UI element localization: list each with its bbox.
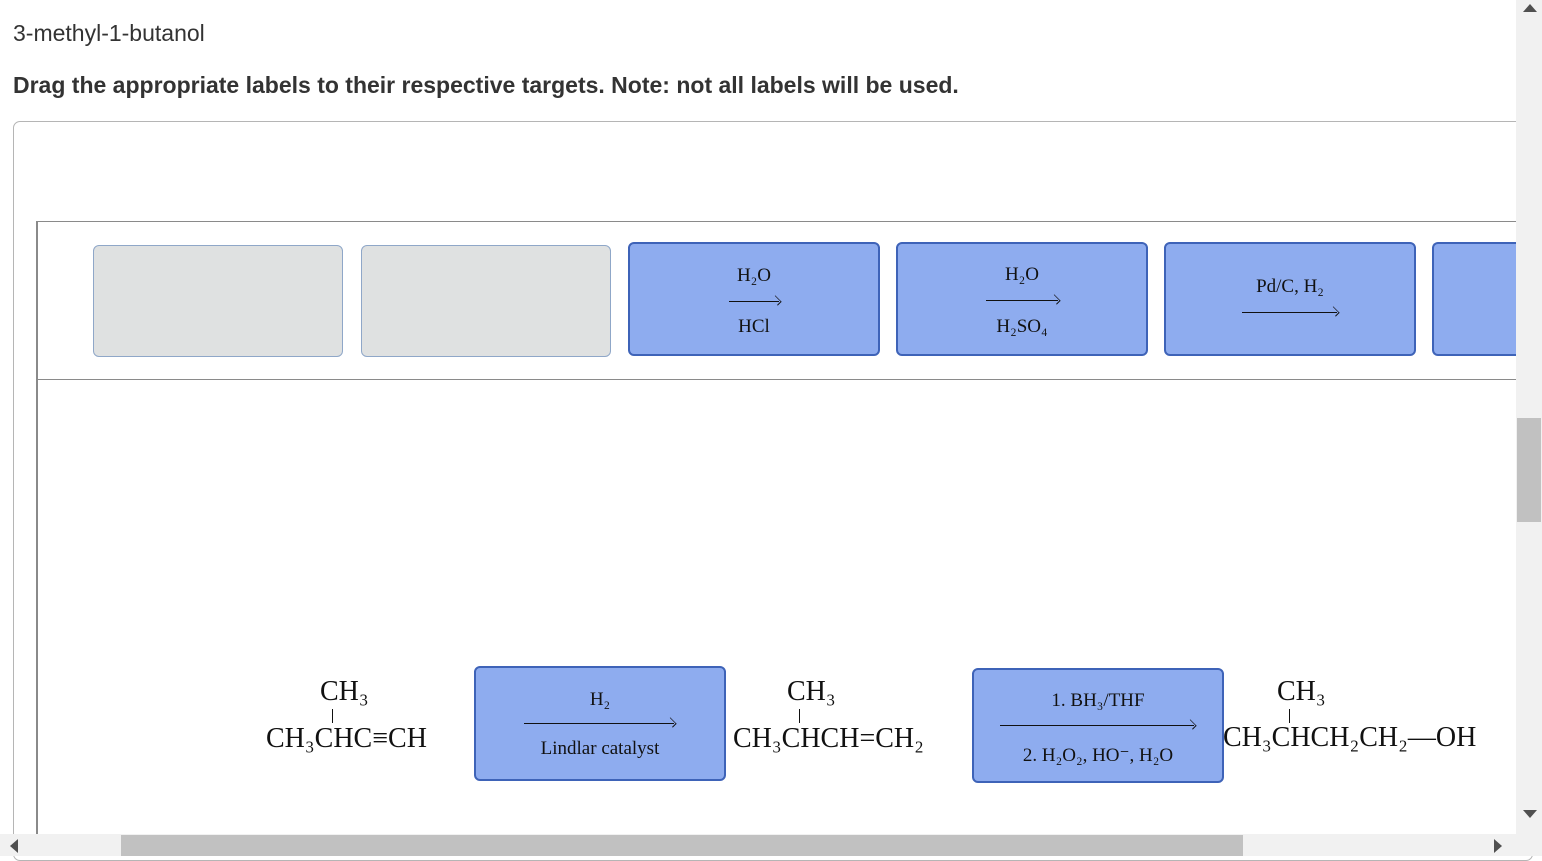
- label-chip-pdc-h2[interactable]: Pd/C, H₂: [1164, 242, 1416, 356]
- mol1-main-chain: CH₃CHC≡CH: [266, 723, 427, 754]
- empty-label-slot[interactable]: [93, 245, 343, 357]
- workspace-area: [36, 221, 1526, 841]
- chip-bottom-text: H₂SO₄: [996, 316, 1048, 337]
- reaction-arrow: [1242, 312, 1337, 313]
- mol2-main-chain: CH₃CHCH=CH₂: [733, 723, 924, 754]
- label-chip-h2o-hcl[interactable]: H₂O HCl: [628, 242, 880, 356]
- chip-top-text: Pd/C, H₂: [1256, 276, 1324, 297]
- empty-label-slot[interactable]: [361, 245, 611, 357]
- vertical-scrollbar[interactable]: [1516, 0, 1542, 834]
- mol1-branch-bond: [332, 709, 333, 723]
- label-chip-partial[interactable]: [1432, 242, 1522, 356]
- scroll-right-arrow-icon[interactable]: [1494, 839, 1502, 853]
- instructions: Drag the appropriate labels to their res…: [13, 72, 959, 98]
- vertical-scroll-thumb[interactable]: [1517, 418, 1541, 522]
- horizontal-scroll-thumb[interactable]: [121, 835, 1243, 856]
- mol3-main-chain: CH₃CHCH₂CH₂—OH: [1223, 722, 1477, 753]
- reaction-arrow: [524, 723, 674, 724]
- mol2-branch-bond: [799, 709, 800, 723]
- question-title: 3-methyl-1-butanol: [13, 20, 205, 46]
- scroll-left-arrow-icon[interactable]: [10, 839, 18, 853]
- label-chip-h2o-h2so4[interactable]: H₂O H₂SO₄: [896, 242, 1148, 356]
- mol1-methyl: CH₃: [320, 676, 369, 707]
- reaction-arrow: [1000, 725, 1194, 726]
- step2-bottom-text: 2. H₂O₂, HO⁻, H₂O: [1022, 745, 1174, 766]
- step1-top-text: H₂: [589, 689, 611, 710]
- step2-reagent-target[interactable]: 1. BH₃/THF 2. H₂O₂, HO⁻, H₂O: [972, 668, 1224, 783]
- mol3-methyl: CH₃: [1277, 676, 1326, 707]
- chip-top-text: H₂O: [736, 265, 772, 286]
- step1-reagent-target[interactable]: H₂ Lindlar catalyst: [474, 666, 726, 781]
- reaction-arrow: [729, 301, 779, 302]
- reaction-arrow: [986, 300, 1058, 301]
- chip-bottom-text: HCl: [738, 316, 770, 337]
- scrollbar-corner: [1516, 834, 1542, 856]
- bank-divider: [38, 379, 1518, 380]
- scroll-down-arrow-icon[interactable]: [1523, 810, 1537, 818]
- mol3-branch-bond: [1289, 709, 1290, 723]
- chip-top-text: H₂O: [1004, 264, 1040, 285]
- step1-bottom-text: Lindlar catalyst: [540, 738, 660, 759]
- mol2-methyl: CH₃: [787, 676, 836, 707]
- scroll-up-arrow-icon[interactable]: [1523, 4, 1537, 12]
- step2-top-text: 1. BH₃/THF: [1051, 690, 1145, 711]
